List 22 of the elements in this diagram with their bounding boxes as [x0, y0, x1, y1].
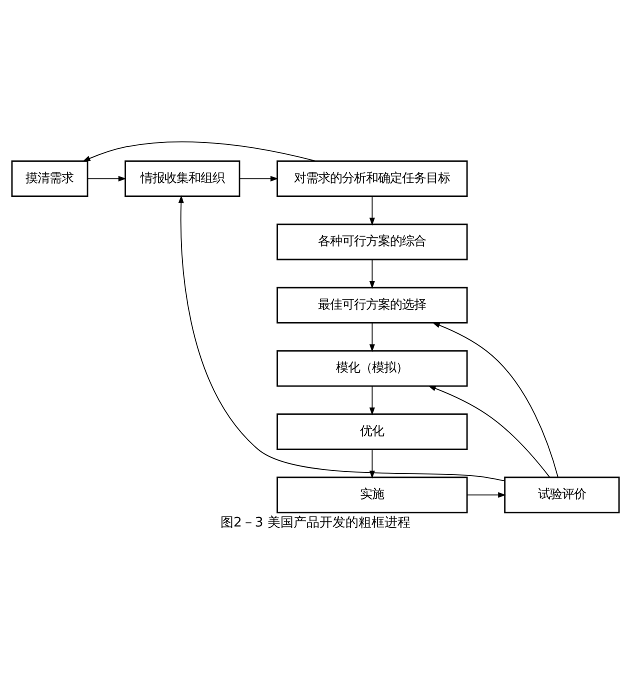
arrow: [239, 175, 278, 181]
arrow: [432, 322, 558, 478]
arrow: [178, 194, 506, 481]
arrow: [466, 492, 506, 498]
node-box: 模化（模拟）: [276, 350, 468, 386]
arrow: [369, 258, 375, 288]
node-box: 实施: [276, 476, 468, 513]
node-box: 情报收集和组织: [124, 160, 240, 196]
arrow: [428, 385, 550, 478]
arrow: [369, 322, 375, 352]
arrow: [87, 175, 126, 181]
node-box: 优化: [276, 412, 468, 450]
arrow: [369, 448, 375, 478]
arrow: [369, 385, 375, 415]
node-box: 试验评价: [504, 476, 620, 513]
node-box: 各种可行方案的综合: [276, 223, 468, 260]
arrow: [369, 195, 375, 226]
arrow: [82, 140, 316, 162]
caption: 图2－3 美国产品开发的粗框进程: [220, 515, 410, 530]
node-box: 摸清需求: [11, 160, 88, 196]
node-box: 最佳可行方案的选择: [276, 286, 468, 323]
node-box: 对需求的分析和确定任务目标: [276, 160, 468, 196]
